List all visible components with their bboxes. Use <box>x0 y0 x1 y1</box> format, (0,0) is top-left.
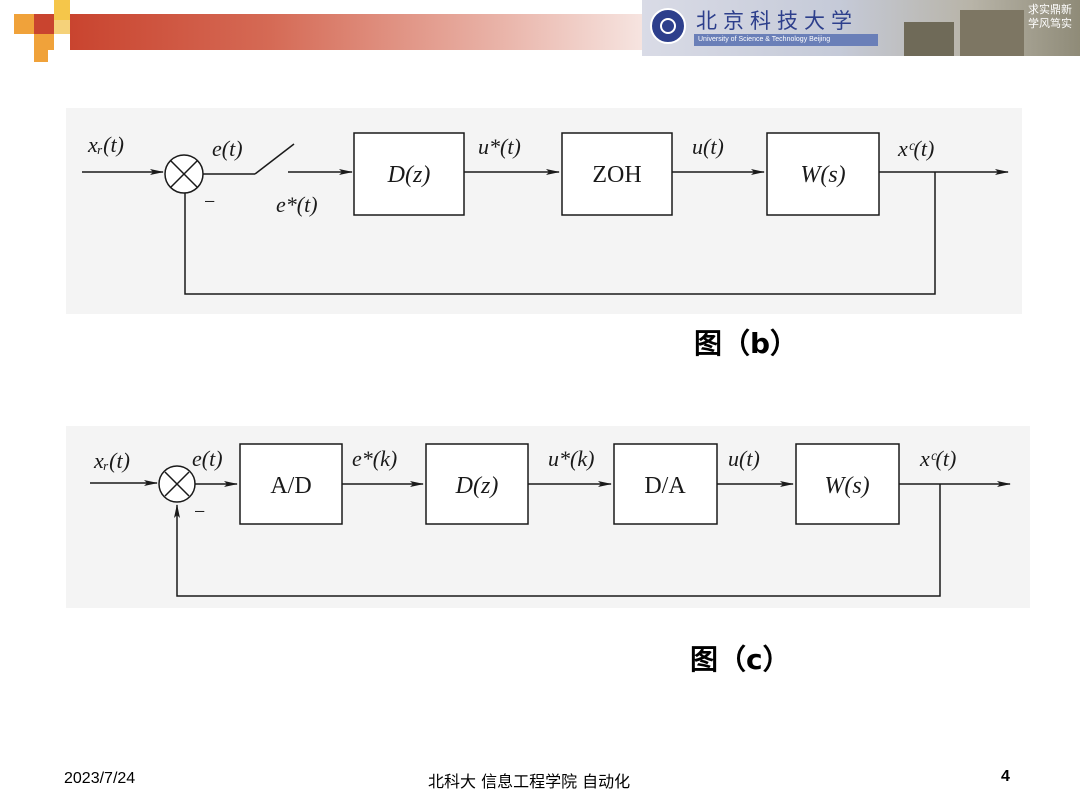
c-adc-block: A/D <box>270 473 311 499</box>
figure-c-caption: 图（c） <box>690 643 791 676</box>
logo-english-name: University of Science & Technology Beiji… <box>694 34 878 46</box>
b-sampled-error-label: e*(t) <box>276 192 318 217</box>
page-number: 4 <box>1001 768 1010 785</box>
c-output-label: xᶜ(t) <box>919 446 956 471</box>
b-minus-sign: − <box>204 191 215 213</box>
slide-header: 北京科技大学 University of Science & Technolog… <box>0 0 1080 62</box>
b-hold-output-label: u(t) <box>692 134 724 159</box>
building-icon-2 <box>960 10 1024 56</box>
logo-chinese-name: 北京科技大学 <box>696 9 858 33</box>
b-input-label: xᵣ(t) <box>87 132 124 157</box>
c-controller-output-label: u*(k) <box>548 446 594 471</box>
university-logo: 北京科技大学 University of Science & Technolog… <box>642 0 1080 56</box>
c-controller-block: D(z) <box>455 473 499 499</box>
c-error-label: e(t) <box>192 446 223 471</box>
logo-motto: 求实鼎新 学风笃实 <box>1028 3 1072 30</box>
corner-square-red <box>34 14 54 34</box>
b-output-label: xᶜ(t) <box>897 136 934 161</box>
b-controller-output-label: u*(t) <box>478 134 521 159</box>
corner-square-yellow <box>54 0 70 20</box>
b-controller-block: D(z) <box>387 162 431 188</box>
figure-b-caption: 图（b） <box>694 327 799 360</box>
b-error-label: e(t) <box>212 136 243 161</box>
c-plant-block: W(s) <box>824 473 869 499</box>
b-plant-block: W(s) <box>800 162 845 188</box>
corner-square-orange <box>14 14 34 34</box>
header-banner <box>70 14 642 50</box>
corner-square-yellow-2 <box>54 20 70 34</box>
c-dac-output-label: u(t) <box>728 446 760 471</box>
c-adc-output-label: e*(k) <box>352 446 397 471</box>
university-seal-icon <box>650 8 686 44</box>
figure-c-wiring <box>90 443 1011 597</box>
footer-date: 2023/7/24 <box>64 770 136 787</box>
c-dac-block: D/A <box>644 473 686 499</box>
corner-square-orange-3 <box>34 50 48 62</box>
c-minus-sign: − <box>194 501 205 523</box>
corner-square-orange-2 <box>34 34 54 50</box>
b-zoh-block: ZOH <box>592 162 641 188</box>
footer-center-text: 北科大 信息工程学院 自动化 <box>428 772 631 791</box>
building-icon <box>904 22 954 56</box>
figure-b-wiring <box>82 132 1009 295</box>
c-input-label: xᵣ(t) <box>93 448 130 473</box>
